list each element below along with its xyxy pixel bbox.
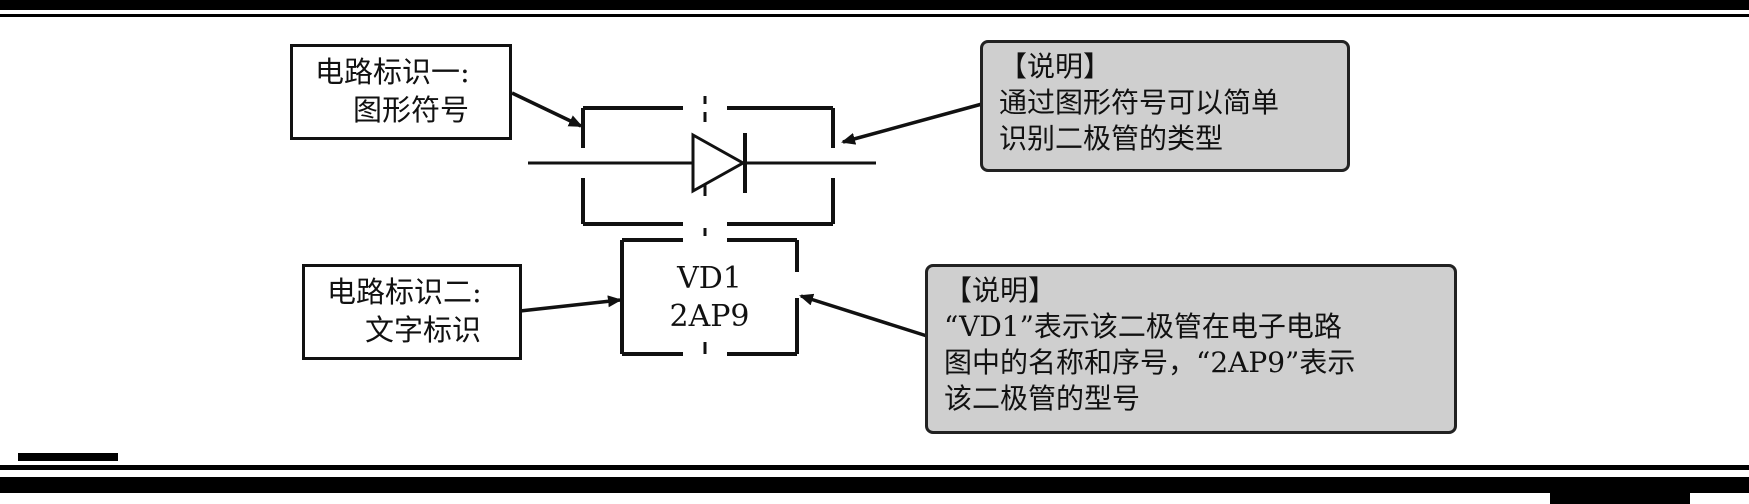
label-box-graphic-symbol: 电路标识一: 图形符号: [290, 44, 512, 140]
note-two-line-1: “VD1”表示该二极管在电子电路: [944, 310, 1342, 343]
arrow-label-two: [519, 295, 622, 313]
bottom-left-marker: [18, 453, 118, 461]
label-two-title: 电路标识二:: [327, 275, 482, 309]
bottom-rule-thick: [0, 477, 1749, 493]
label-box-text-identifier: 电路标识二: 文字标识: [302, 264, 522, 360]
component-model: 2AP9: [669, 299, 750, 334]
note-box-two: 【说明】 “VD1”表示该二极管在电子电路 图中的名称和序号，“2AP9”表示 …: [925, 264, 1457, 434]
bottom-right-block: [1550, 490, 1690, 504]
note-two-line-2: 图中的名称和序号，“2AP9”表示: [944, 346, 1356, 379]
symbol-frame: [581, 106, 835, 226]
note-two-line-3: 该二极管的型号: [944, 382, 1141, 415]
diode-symbol: [528, 132, 876, 194]
text-frame: [620, 238, 799, 356]
arrow-note-two: [799, 293, 928, 338]
arrow-label-one: [511, 91, 583, 128]
note-box-one: 【说明】 通过图形符号可以简单 识别二极管的类型: [980, 40, 1350, 172]
note-one-line-1: 通过图形符号可以简单: [999, 86, 1280, 119]
note-one-title: 【说明】: [999, 50, 1112, 83]
component-text: VD1 2AP9: [622, 260, 797, 336]
top-rule-thick: [0, 0, 1749, 10]
bottom-rule-thin: [0, 465, 1749, 470]
label-one-title: 电路标识一:: [315, 55, 470, 89]
arrow-note-one: [841, 102, 983, 145]
label-one-subtitle: 图形符号: [353, 93, 470, 127]
top-rule-thin: [0, 14, 1749, 17]
label-two-subtitle: 文字标识: [365, 313, 482, 347]
component-name: VD1: [677, 261, 742, 296]
note-two-title: 【说明】: [944, 274, 1057, 307]
note-one-line-2: 识别二极管的类型: [999, 122, 1224, 155]
